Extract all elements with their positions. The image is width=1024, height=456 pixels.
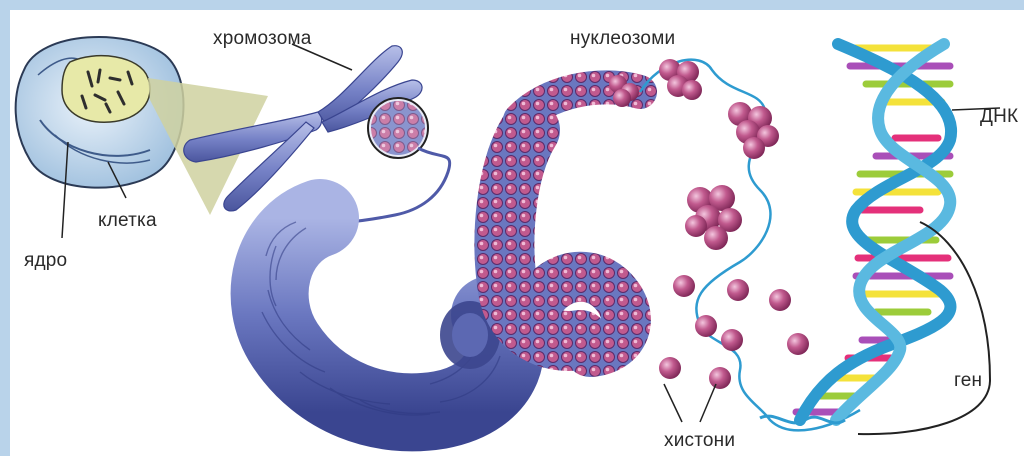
label-gene: ген: [954, 370, 982, 392]
label-dna: ДНК: [980, 106, 1018, 128]
nucleosome-cluster: [609, 59, 779, 250]
chromatin-fiber: [504, 87, 640, 352]
label-nucleus: ядро: [24, 250, 67, 272]
diagram-canvas: хромозома нуклеозоми ДНК клетка ядро ген…: [10, 10, 1024, 456]
nucleus: [62, 56, 150, 122]
dna-double-helix: [760, 44, 951, 423]
label-chromosome: хромозома: [213, 28, 312, 50]
label-histones: хистони: [664, 430, 735, 452]
label-nucleosomes: нуклеозоми: [570, 28, 675, 50]
supercoiled-chromatin: [262, 218, 505, 415]
histone-spheres: [659, 275, 809, 389]
chromosome-structure-illustration: [10, 10, 1024, 456]
label-cell: клетка: [98, 210, 157, 232]
